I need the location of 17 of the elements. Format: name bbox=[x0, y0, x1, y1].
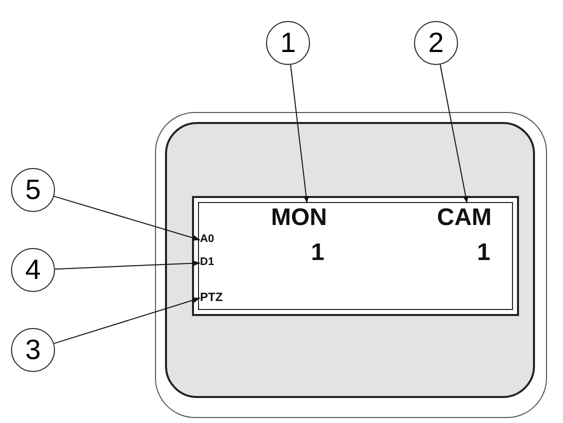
leader-line bbox=[54, 297, 200, 344]
screen-text: D1 bbox=[200, 255, 222, 269]
callout-number: 3 bbox=[11, 328, 55, 372]
screen-text: PTZ bbox=[200, 289, 230, 305]
callout-number: 2 bbox=[414, 21, 458, 65]
screen-text: A0 bbox=[200, 232, 222, 246]
leader-line bbox=[54, 196, 200, 241]
screen-value: 1 bbox=[477, 239, 490, 267]
screen-text: MON bbox=[271, 202, 349, 234]
leader-line bbox=[440, 64, 468, 204]
leader-line bbox=[54, 260, 200, 270]
callout-number: 5 bbox=[11, 168, 55, 212]
screen-value: 1 bbox=[311, 239, 324, 267]
leader-line bbox=[290, 64, 309, 204]
callout-number: 4 bbox=[11, 248, 55, 292]
screen-text: CAM bbox=[437, 202, 503, 234]
callout-number: 1 bbox=[266, 21, 310, 65]
